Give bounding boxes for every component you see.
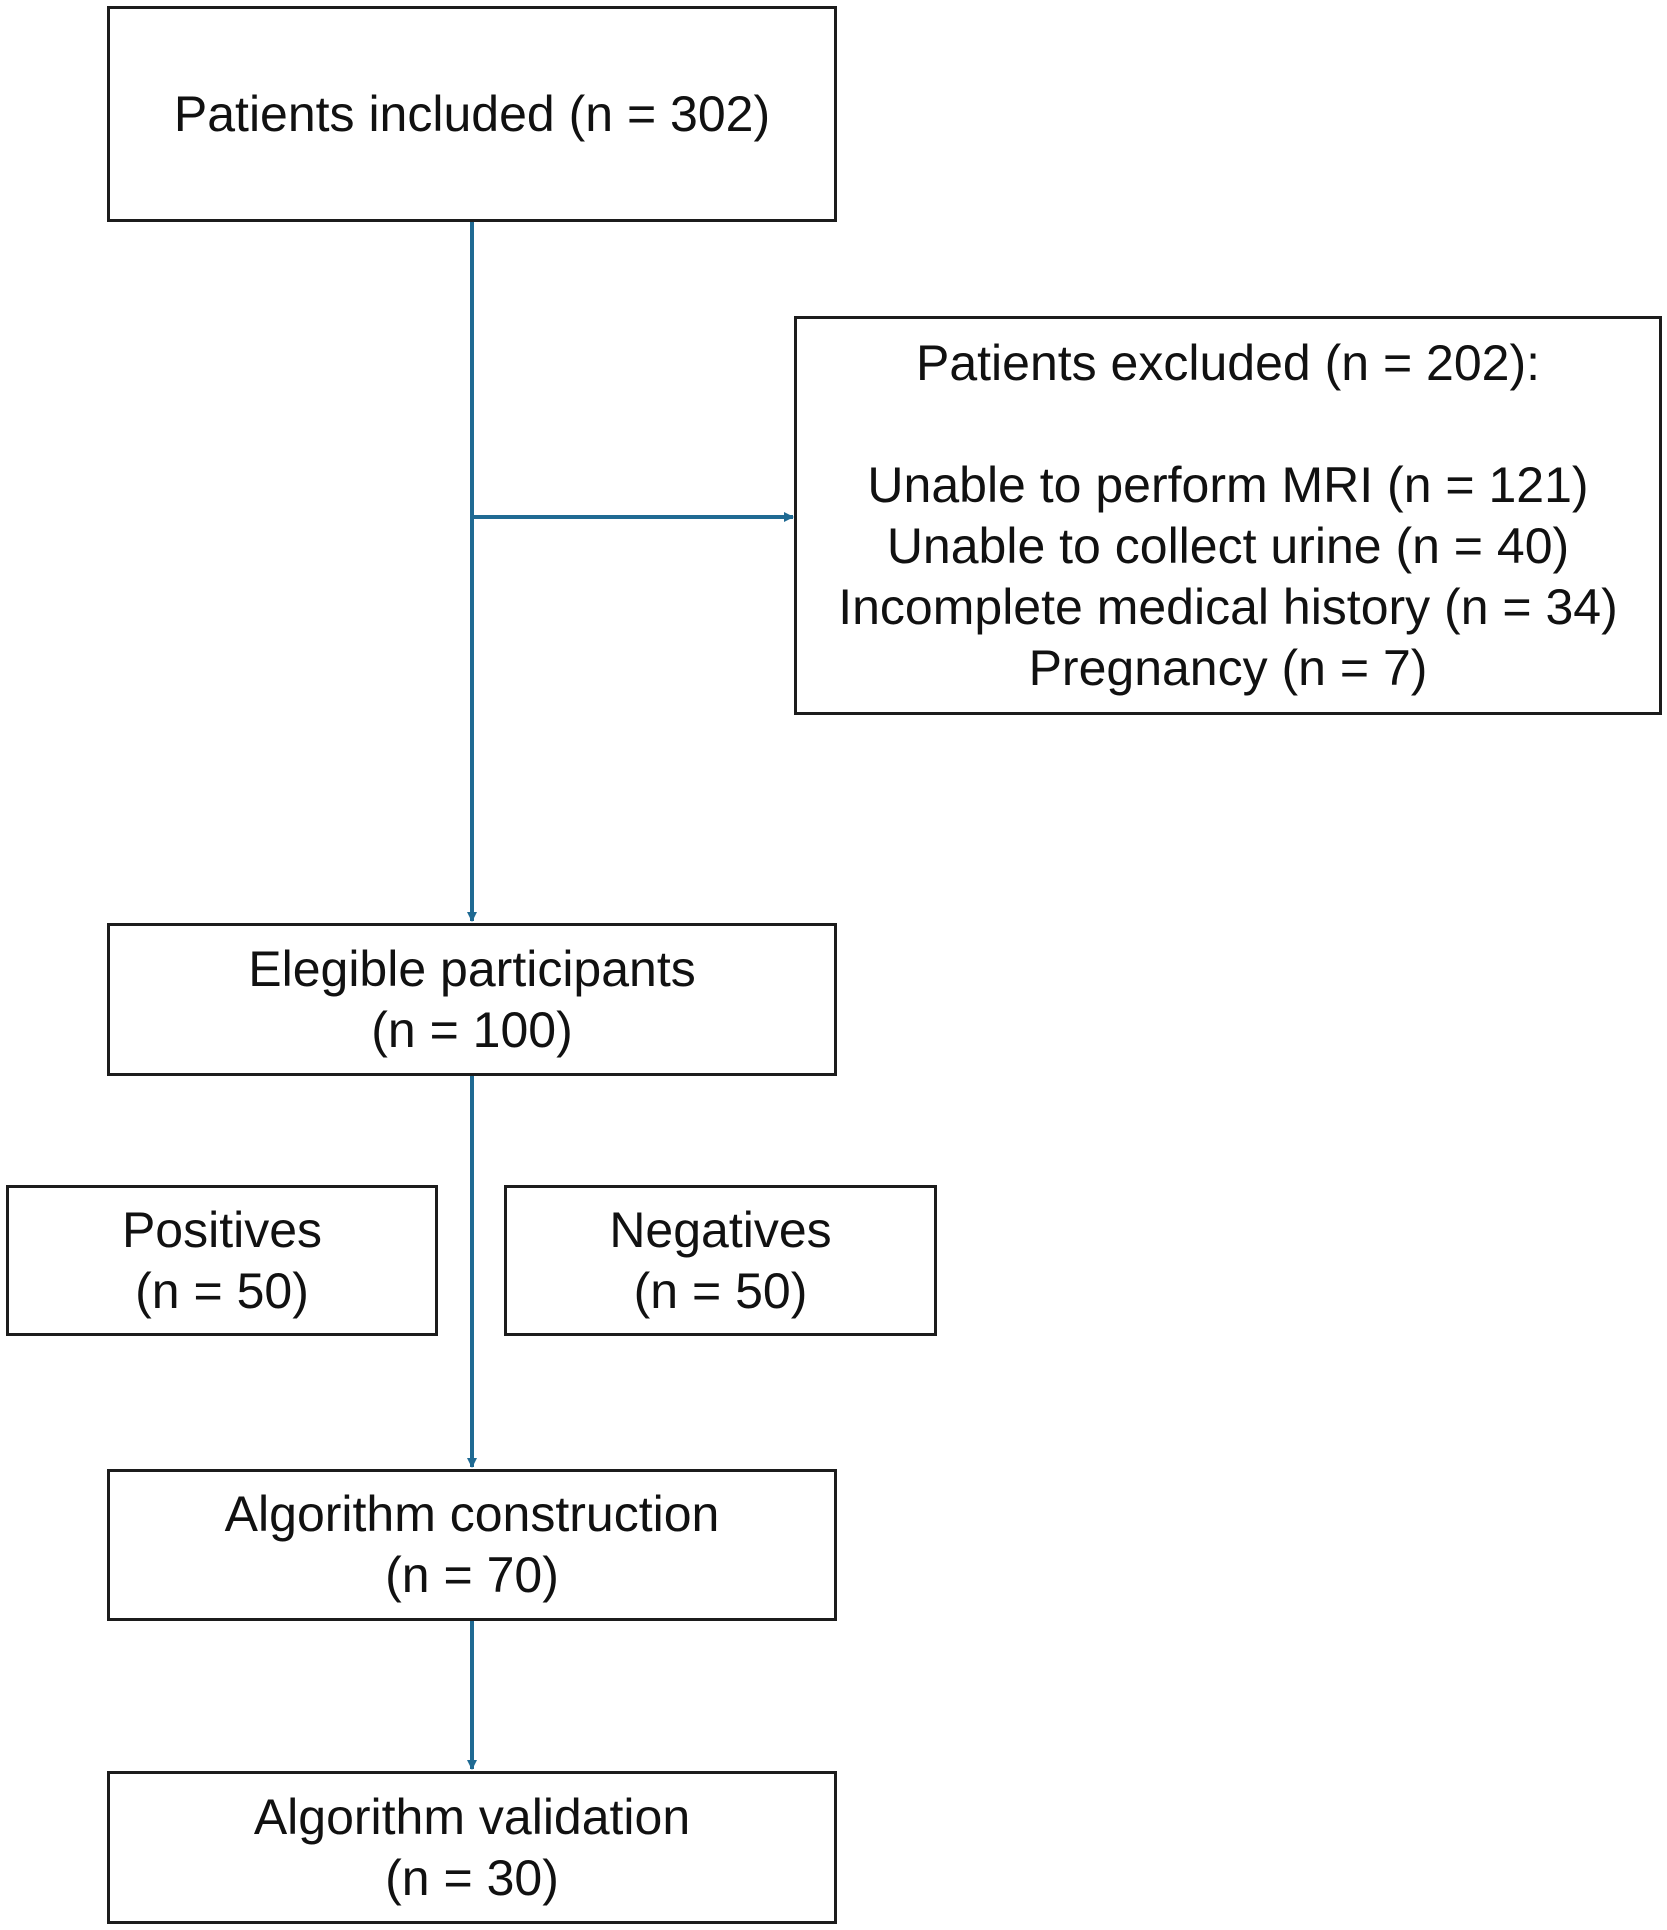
included-label: Patients included (n = 302)	[173, 85, 771, 142]
positives-box: Positives (n = 50)	[6, 1185, 438, 1336]
eligible-label: Elegible participants	[248, 940, 696, 997]
validation-box: Algorithm validation (n = 30)	[107, 1771, 837, 1924]
eligible-count: (n = 100)	[371, 1001, 573, 1058]
validation-count: (n = 30)	[385, 1849, 559, 1906]
excluded-reason: Incomplete medical history (n = 34)	[838, 578, 1618, 635]
excluded-reason: Unable to collect urine (n = 40)	[886, 517, 1570, 574]
construction-box: Algorithm construction (n = 70)	[107, 1469, 837, 1621]
included-box: Patients included (n = 302)	[107, 6, 837, 222]
positives-label: Positives	[121, 1201, 323, 1258]
excluded-box: Patients excluded (n = 202): Unable to p…	[794, 316, 1662, 715]
negatives-box: Negatives (n = 50)	[504, 1185, 937, 1336]
positives-count: (n = 50)	[135, 1262, 309, 1319]
construction-label: Algorithm construction	[224, 1486, 720, 1542]
excluded-reason: Unable to perform MRI (n = 121)	[867, 456, 1589, 513]
excluded-reason: Pregnancy (n = 7)	[1028, 639, 1428, 696]
negatives-count: (n = 50)	[633, 1262, 808, 1319]
validation-label: Algorithm validation	[253, 1788, 691, 1845]
excluded-title: Patients excluded (n = 202):	[916, 334, 1540, 391]
negatives-label: Negatives	[609, 1201, 832, 1258]
eligible-box: Elegible participants (n = 100)	[107, 923, 837, 1076]
construction-count: (n = 70)	[385, 1547, 559, 1603]
